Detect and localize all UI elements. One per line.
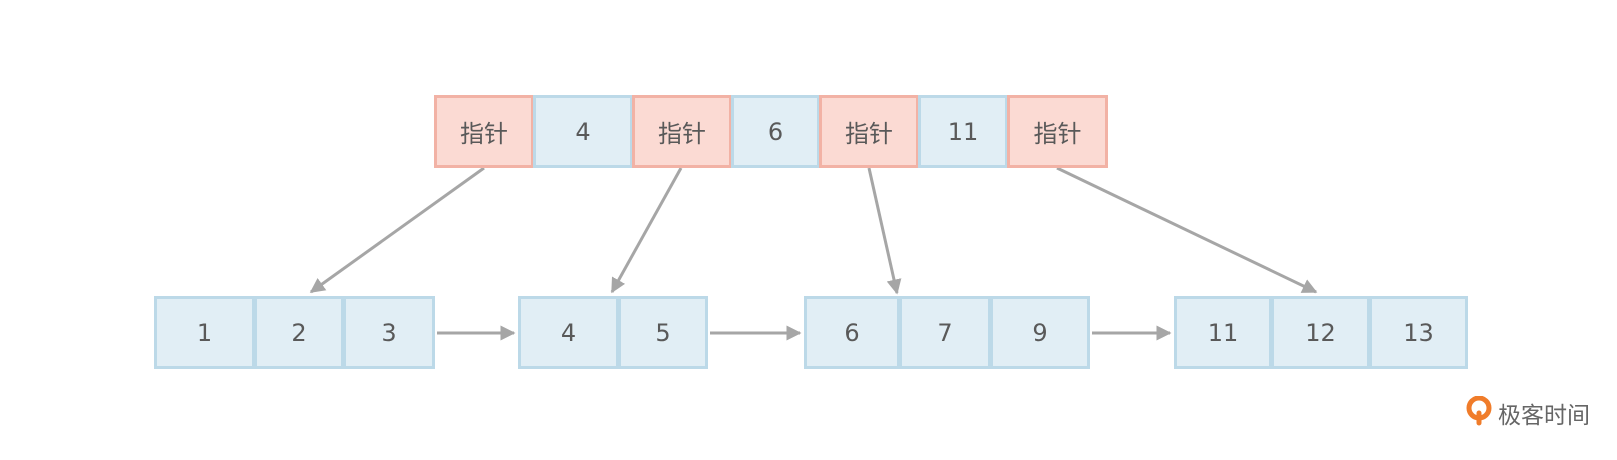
leaf-1-key-3: 3 [343,296,435,369]
top-node-pointer-3: 指针 [819,95,919,168]
pointer-arrow-4 [1056,166,1318,294]
leaf-2-key-4: 4 [518,296,619,369]
top-node-key-6: 6 [731,95,820,168]
geektime-logo-icon [1466,395,1492,430]
leaf-3-key-7: 7 [899,296,991,369]
watermark-text: 极客时间 [1498,403,1590,429]
pointer-arrow-3 [867,167,902,295]
top-node-key-11: 11 [918,95,1008,168]
top-node-key-4: 4 [533,95,633,168]
leaf-2-key-5: 5 [618,296,708,369]
leaf-4-key-12: 12 [1271,296,1370,369]
leaf-4-key-11: 11 [1174,296,1272,369]
top-node-pointer-4: 指针 [1007,95,1108,168]
leaf-3-key-6: 6 [804,296,900,369]
watermark: 极客时间 [1466,395,1590,430]
leaf-1-key-1: 1 [154,296,255,369]
top-node-pointer-2: 指针 [632,95,732,168]
pointer-arrow-1 [309,166,485,294]
top-node-pointer-1: 指针 [434,95,534,168]
leaf-4-key-13: 13 [1369,296,1468,369]
leaf-3-key-9: 9 [990,296,1090,369]
leaf-1-key-2: 2 [254,296,344,369]
pointer-arrow-2 [610,167,683,294]
